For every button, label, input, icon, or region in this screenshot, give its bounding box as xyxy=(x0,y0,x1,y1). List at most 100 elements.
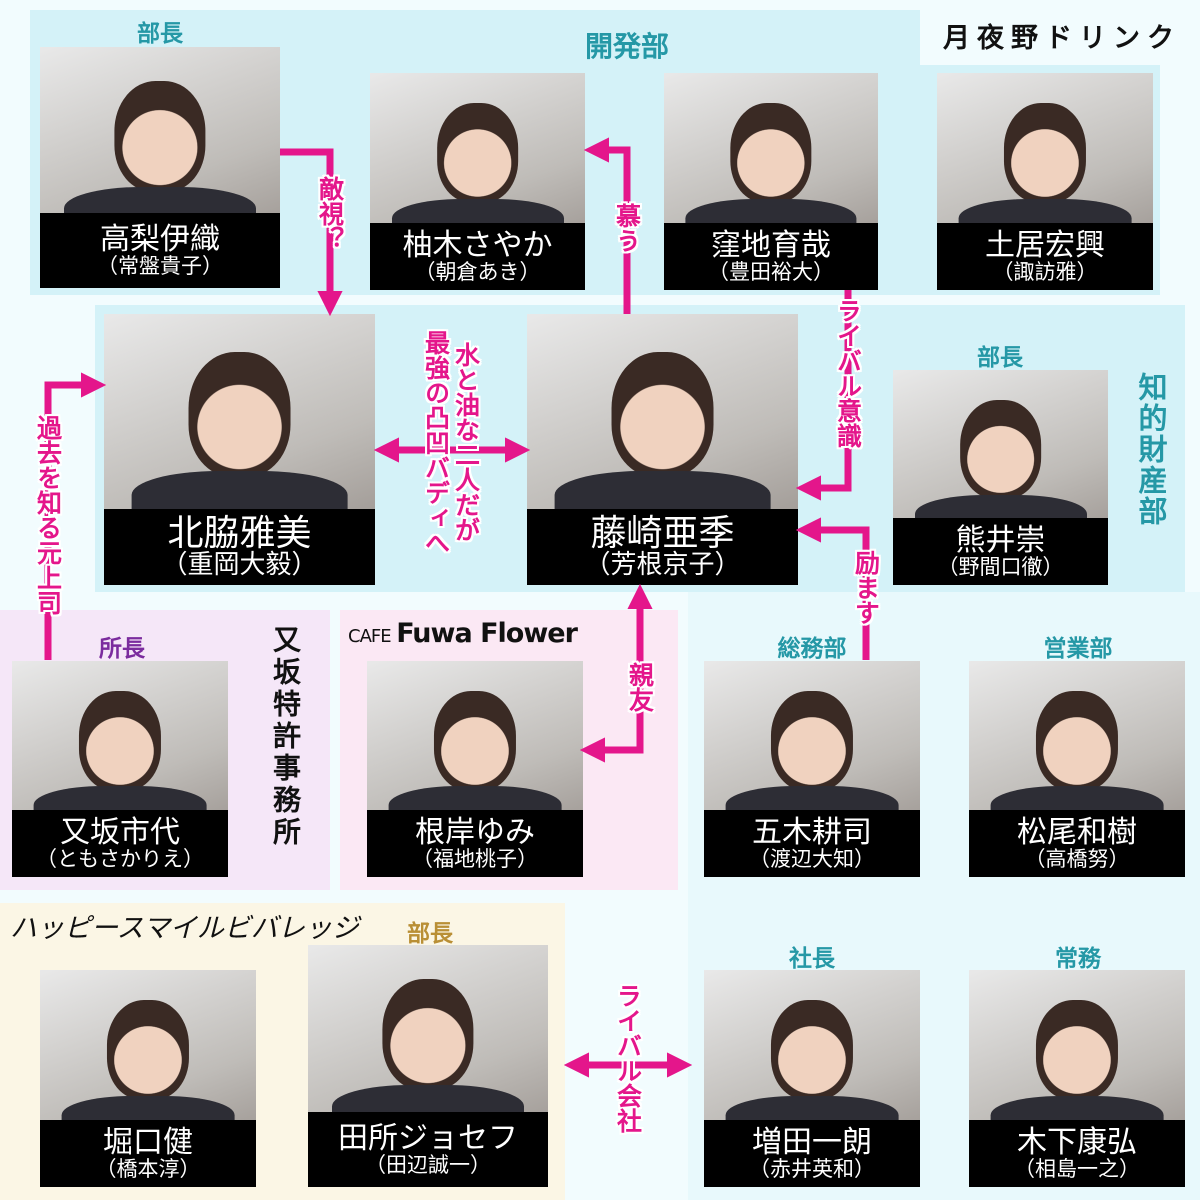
actor-name: （芳根京子） xyxy=(584,550,741,581)
role-label-masuda: 社長 xyxy=(789,946,835,972)
character-photo xyxy=(959,400,1042,499)
role-label-tadokoro: 部長 xyxy=(407,921,453,947)
character-name: 増田一朗 xyxy=(752,1124,872,1160)
character-name: 土居宏興 xyxy=(985,227,1105,263)
dept-title-chiteki: 知的財産部 xyxy=(1134,372,1168,527)
actor-name: （ともさかりえ） xyxy=(36,847,204,872)
name-box: 土居宏興（諏訪雅） xyxy=(937,222,1153,290)
character-name: 高梨伊織 xyxy=(100,221,220,257)
character-name: 柚木さやか xyxy=(402,227,553,263)
character-name: 田所ジョセフ xyxy=(338,1120,518,1156)
org-title-matasaka: 又坂特許事務所 xyxy=(269,625,302,849)
actor-name: （諏訪雅） xyxy=(992,260,1098,285)
name-box: 五木耕司（渡辺大知） xyxy=(704,810,920,877)
character-card: 松尾和樹（高橋努） xyxy=(969,661,1185,877)
character-name: 五木耕司 xyxy=(752,814,872,850)
character-card: 柚木さやか（朝倉あき） xyxy=(370,73,585,290)
name-box: 田所ジョセフ（田辺誠一） xyxy=(308,1111,548,1187)
company-title: 月夜野ドリンク xyxy=(943,23,1181,54)
character-name: 木下康弘 xyxy=(1017,1124,1137,1160)
name-box: 北脇雅美（重岡大毅） xyxy=(104,509,375,585)
character-photo xyxy=(433,691,517,791)
character-photo xyxy=(78,691,162,791)
relation-label-shitau: 慕う xyxy=(612,203,642,253)
relation-label-rival-company: ライバル会社 xyxy=(613,983,643,1133)
character-photo xyxy=(188,351,291,477)
actor-name: （豊田裕大） xyxy=(708,260,834,285)
character-name: 北脇雅美 xyxy=(167,512,312,554)
role-label-kumai: 部長 xyxy=(977,345,1023,371)
character-card: 五木耕司（渡辺大知） xyxy=(704,661,920,877)
actor-name: （渡辺大知） xyxy=(749,847,875,872)
character-card: 藤崎亜季（芳根京子） xyxy=(527,314,798,585)
character-card: 高梨伊織（常盤貴子） xyxy=(40,47,280,288)
character-card: 堀口健（橋本淳） xyxy=(40,970,256,1187)
character-card: 土居宏興（諏訪雅） xyxy=(937,73,1153,290)
role-label-matasaka: 所長 xyxy=(99,636,145,662)
cafe-name: Fuwa Flower xyxy=(396,618,578,649)
character-name: 熊井崇 xyxy=(955,522,1046,558)
character-card: 北脇雅美（重岡大毅） xyxy=(104,314,375,585)
character-name: 松尾和樹 xyxy=(1017,814,1137,850)
name-box: 熊井崇（野間口徹） xyxy=(893,518,1108,585)
org-title-happy-smile: ハッピースマイルビバレッジ xyxy=(10,913,359,944)
character-photo xyxy=(1003,103,1087,204)
character-card: 又坂市代（ともさかりえ） xyxy=(12,661,228,877)
name-box: 根岸ゆみ（福地桃子） xyxy=(367,810,583,877)
character-card: 田所ジョセフ（田辺誠一） xyxy=(308,945,548,1187)
name-box: 堀口健（橋本淳） xyxy=(40,1119,256,1187)
role-label-takanashi: 部長 xyxy=(137,21,183,47)
character-name: 根岸ゆみ xyxy=(415,814,535,850)
actor-name: （朝倉あき） xyxy=(414,260,541,285)
character-card: 熊井崇（野間口徹） xyxy=(893,370,1108,585)
character-photo xyxy=(770,691,854,791)
actor-name: （重岡大毅） xyxy=(161,550,318,581)
relation-label-shinyu: 親友 xyxy=(625,662,655,712)
dept-title-kaihatsu: 開発部 xyxy=(585,30,670,63)
name-box: 高梨伊織（常盤貴子） xyxy=(40,213,280,288)
character-card: 根岸ゆみ（福地桃子） xyxy=(367,661,583,877)
character-photo xyxy=(1035,691,1119,791)
character-card: 木下康弘（相島一之） xyxy=(969,970,1185,1187)
relation-label-buddy-2: 最強の凸凹バディへ xyxy=(421,330,451,555)
dept-label-eigyou: 営業部 xyxy=(1043,636,1113,662)
relation-label-tekishi: 敵視？ xyxy=(315,176,345,251)
character-name: 又坂市代 xyxy=(60,814,180,850)
character-photo xyxy=(730,103,812,204)
role-label-kinoshita: 常務 xyxy=(1055,946,1101,972)
actor-name: （赤井英和） xyxy=(749,1157,875,1182)
name-box: 木下康弘（相島一之） xyxy=(969,1119,1185,1187)
character-name: 堀口健 xyxy=(103,1124,193,1160)
name-box: 松尾和樹（高橋努） xyxy=(969,810,1185,877)
character-name: 藤崎亜季 xyxy=(590,512,735,554)
dept-label-soumu: 総務部 xyxy=(777,636,847,662)
character-photo xyxy=(611,351,714,477)
relation-label-rival-ishiki: ライバル意識 xyxy=(833,298,863,448)
character-name: 窪地育哉 xyxy=(711,227,831,263)
org-title-cafe: CAFE Fuwa Flower xyxy=(348,618,578,649)
name-box: 窪地育哉（豊田裕大） xyxy=(664,222,878,290)
relation-label-buddy-1: 水と油な二人だが xyxy=(451,342,481,542)
name-box: 又坂市代（ともさかりえ） xyxy=(12,810,228,877)
character-photo xyxy=(436,103,519,204)
character-photo xyxy=(106,1000,190,1101)
character-photo xyxy=(382,978,474,1091)
actor-name: （田辺誠一） xyxy=(365,1153,491,1178)
relation-label-hagemasu: 励ます xyxy=(851,550,881,625)
character-photo xyxy=(1035,1000,1119,1101)
name-box: 柚木さやか（朝倉あき） xyxy=(370,222,585,290)
actor-name: （福地桃子） xyxy=(412,847,538,872)
name-box: 増田一朗（赤井英和） xyxy=(704,1119,920,1187)
character-photo xyxy=(770,1000,854,1101)
actor-name: （橋本淳） xyxy=(95,1157,201,1182)
character-card: 増田一朗（赤井英和） xyxy=(704,970,920,1187)
character-photo xyxy=(114,80,206,192)
actor-name: （野間口徹） xyxy=(937,555,1064,580)
name-box: 藤崎亜季（芳根京子） xyxy=(527,509,798,585)
cafe-prefix: CAFE xyxy=(348,626,392,647)
actor-name: （高橋努） xyxy=(1024,847,1130,872)
character-card: 窪地育哉（豊田裕大） xyxy=(664,73,878,290)
relation-label-kako: 過去を知る元上司 xyxy=(33,415,63,615)
actor-name: （相島一之） xyxy=(1014,1157,1140,1182)
actor-name: （常盤貴子） xyxy=(97,254,223,279)
